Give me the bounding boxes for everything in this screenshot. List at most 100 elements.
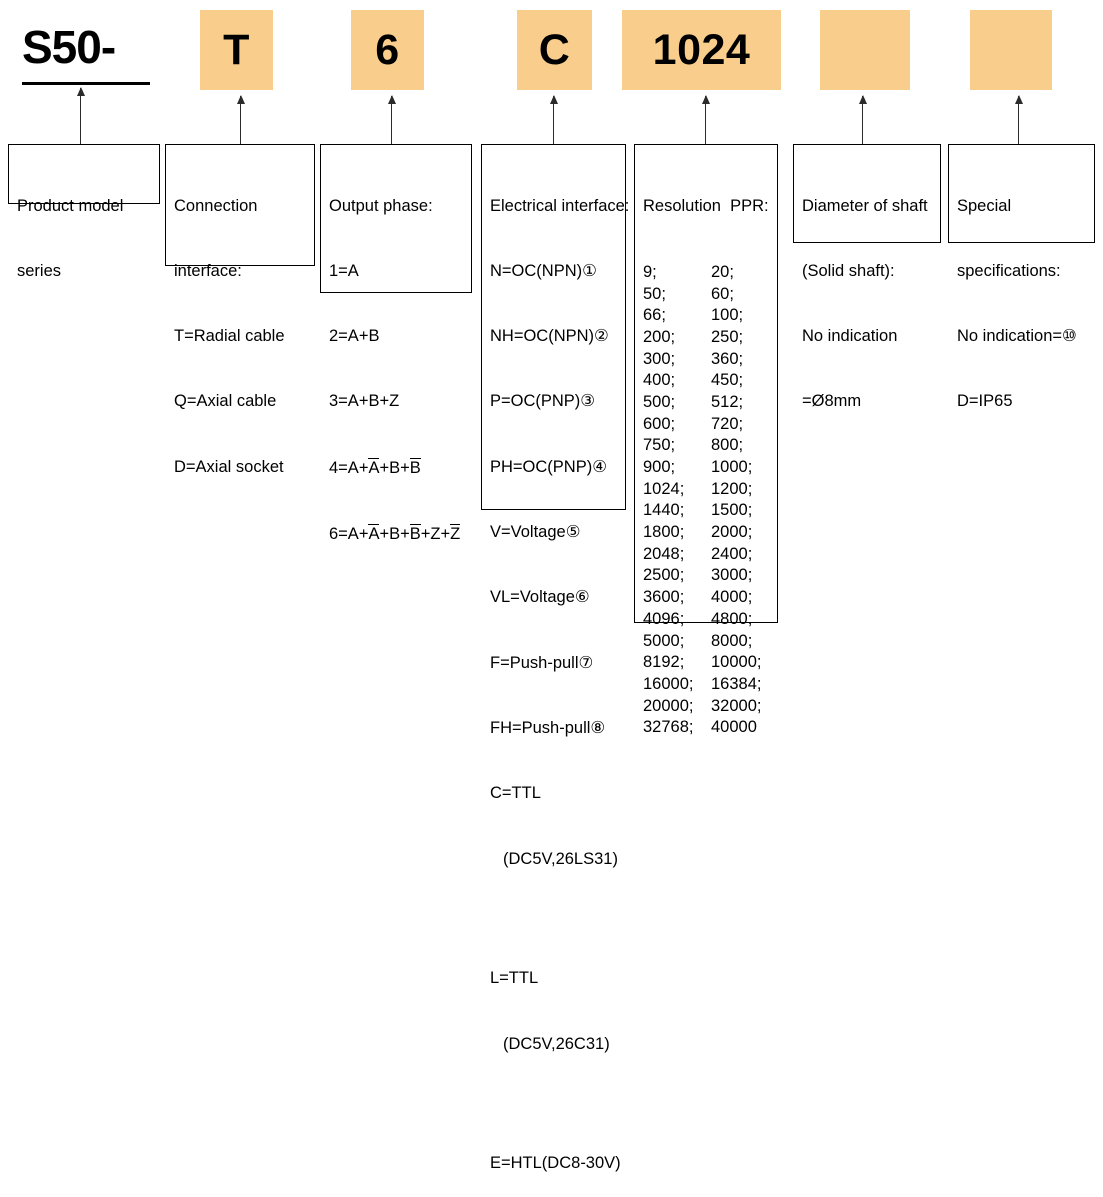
resolution-cell: 400;: [643, 371, 676, 390]
resolution-cell: 2500;: [643, 566, 685, 585]
resolution-cell: 16384;: [711, 674, 762, 693]
electrical-line-c-sub: (DC5V,26LS31): [503, 849, 618, 868]
code-segment-electrical-interface: C: [517, 10, 592, 90]
resolution-cell: 10000;: [711, 653, 762, 672]
resolution-cell: 1000;: [711, 458, 753, 477]
arrow-resolution: [701, 95, 710, 144]
arrow-connection-interface: [236, 95, 245, 144]
resolution-cell: 3600;: [643, 588, 685, 607]
output-phase-heading: Output phase:: [329, 196, 433, 215]
arrow-product-series: [76, 87, 85, 145]
resolution-cell: 60;: [711, 284, 734, 303]
shaft-line-1: Diameter of shaft: [802, 196, 928, 215]
connection-line-4: Q=Axial cable: [174, 392, 277, 411]
arrow-electrical-interface: [549, 95, 558, 144]
resolution-cell: 750;: [643, 436, 676, 455]
resolution-cell: 2000;: [711, 523, 753, 542]
output-phase-item-6-prefix: 6=A+: [329, 525, 369, 544]
description-box-product-series: Product model series: [8, 144, 160, 280]
output-phase-item-6-mid2: +Z+: [420, 525, 451, 544]
product-series-line-2: series: [17, 261, 62, 280]
description-box-electrical-interface: Electrical interface: N=OC(NPN)① NH=OC(N…: [481, 144, 630, 1172]
model-code-row: S50- T 6 C 1024: [0, 0, 1103, 100]
special-line-2: specifications:: [957, 261, 1061, 280]
electrical-heading: Electrical interface:: [490, 196, 630, 215]
resolution-cell: 720;: [711, 414, 744, 433]
shaft-line-2: (Solid shaft):: [802, 261, 895, 280]
electrical-line-c: C=TTL: [490, 784, 541, 803]
electrical-spacer-2: [490, 1099, 617, 1110]
resolution-cell: 5000;: [643, 631, 685, 650]
output-phase-item-4-a-bar: A: [368, 457, 380, 480]
resolution-cell: 250;: [711, 327, 744, 346]
code-segment-connection-interface: T: [200, 10, 273, 90]
output-phase-item-6-z-bar: Z: [450, 523, 461, 546]
resolution-cell: 1024;: [643, 479, 685, 498]
resolution-cell: 8000;: [711, 631, 753, 650]
resolution-cell: 300;: [643, 349, 676, 368]
resolution-cell: 4000;: [711, 588, 753, 607]
resolution-cell: 100;: [711, 306, 744, 325]
electrical-line-fh: FH=Push-pull⑧: [490, 718, 606, 737]
electrical-line-vl: VL=Voltage⑥: [490, 588, 590, 607]
resolution-cell: 4096;: [643, 609, 685, 628]
resolution-cell: 40000: [711, 718, 757, 737]
resolution-cell: 2400;: [711, 544, 753, 563]
output-phase-item-6-mid: +B+: [379, 525, 410, 544]
resolution-cell: 800;: [711, 436, 744, 455]
resolution-cell: 200;: [643, 327, 676, 346]
resolution-cell: 3000;: [711, 566, 753, 585]
resolution-cell: 512;: [711, 392, 744, 411]
output-phase-item-4-b-bar: B: [409, 457, 421, 480]
resolution-cell: 1200;: [711, 479, 753, 498]
description-box-resolution: Resolution PPR: 9;20;50;60;66;100;200;25…: [634, 144, 778, 736]
code-segment-special-specification: [970, 10, 1052, 90]
code-segment-resolution: 1024: [622, 10, 781, 90]
electrical-spacer-1: [490, 914, 617, 925]
output-phase-item-6-a-bar: A: [368, 523, 380, 546]
description-box-connection-interface: Connection interface: T=Radial cable Q=A…: [165, 144, 315, 476]
electrical-line-nh: NH=OC(NPN)②: [490, 327, 609, 346]
resolution-cell: 1500;: [711, 501, 753, 520]
electrical-line-n: N=OC(NPN)①: [490, 261, 597, 280]
description-box-shaft-diameter: Diameter of shaft (Solid shaft): No indi…: [793, 144, 941, 410]
description-box-special-specification: Special specifications: No indication=⑩ …: [948, 144, 1095, 410]
output-phase-item-2: 2=A+B: [329, 327, 380, 346]
resolution-cell: 1800;: [643, 523, 685, 542]
product-series-underline: [22, 82, 150, 85]
connection-line-2: interface:: [174, 261, 242, 280]
resolution-cell: 20000;: [643, 696, 694, 715]
resolution-cell: 1440;: [643, 501, 685, 520]
special-line-1: Special: [957, 196, 1012, 215]
product-series-line-1: Product model: [17, 196, 124, 215]
shaft-line-4: =Ø8mm: [802, 392, 862, 411]
resolution-cell: 500;: [643, 392, 676, 411]
resolution-cell: 4800;: [711, 609, 753, 628]
resolution-cell: 32000;: [711, 696, 762, 715]
resolution-cell: 32768;: [643, 718, 694, 737]
resolution-cell: 66;: [643, 306, 666, 325]
resolution-cell: 9;: [643, 262, 657, 281]
connection-line-1: Connection: [174, 196, 258, 215]
resolution-cell: 360;: [711, 349, 744, 368]
electrical-line-f: F=Push-pull⑦: [490, 653, 594, 672]
output-phase-item-4: 4=A+A+B+B: [329, 457, 463, 480]
resolution-cell: 50;: [643, 284, 666, 303]
code-segment-output-phase: 6: [351, 10, 424, 90]
special-line-4: D=IP65: [957, 392, 1013, 411]
output-phase-item-1: 1=A: [329, 261, 359, 280]
resolution-cell: 2048;: [643, 544, 685, 563]
code-segment-shaft-diameter: [820, 10, 910, 90]
resolution-cell: 20;: [711, 262, 734, 281]
connection-line-5: D=Axial socket: [174, 457, 284, 476]
electrical-line-l: L=TTL: [490, 969, 539, 988]
electrical-line-e: E=HTL(DC8-30V): [490, 1154, 621, 1173]
arrow-shaft-diameter: [858, 95, 867, 144]
description-box-output-phase: Output phase: 1=A 2=A+B 3=A+B+Z 4=A+A+B+…: [320, 144, 472, 543]
electrical-line-p: P=OC(PNP)③: [490, 392, 596, 411]
output-phase-item-6-b-bar: B: [409, 523, 421, 546]
resolution-cell: 450;: [711, 371, 744, 390]
output-phase-item-4-mid: +B+: [379, 458, 410, 477]
arrow-output-phase: [387, 95, 396, 144]
resolution-cell: 900;: [643, 458, 676, 477]
